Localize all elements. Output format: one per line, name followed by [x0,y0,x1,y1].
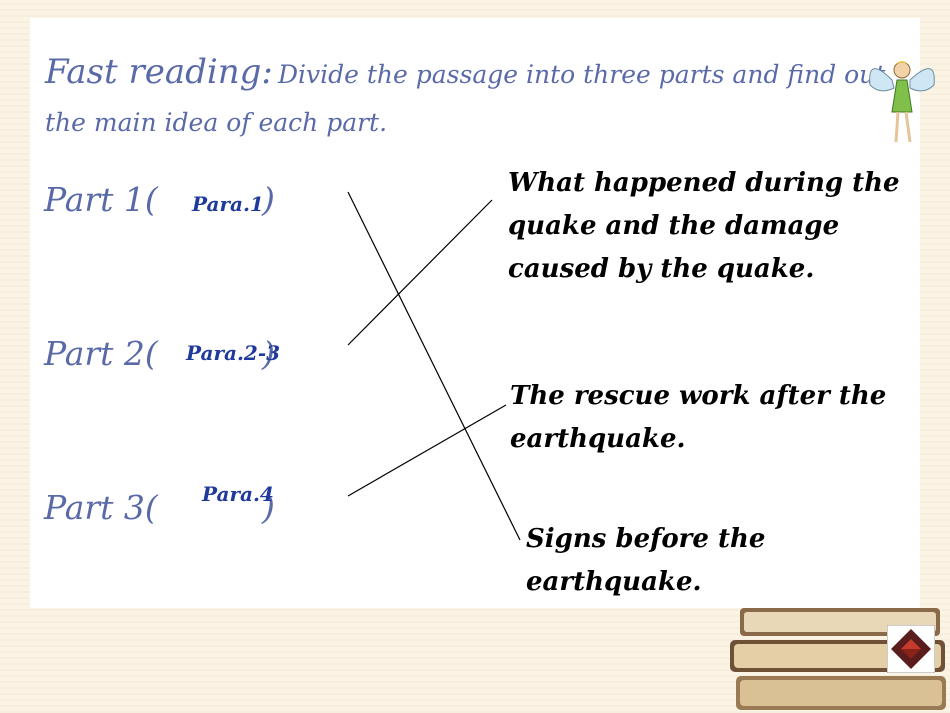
answer-damage: What happened during the quake and the d… [508,168,900,284]
answer-signs: Signs before the earthquake. [526,524,766,597]
title-instruction: Divide the passage into three parts and … [277,60,886,89]
part-3-label: Part 3( ) [44,488,275,527]
match-line-part1 [347,191,521,541]
part-1-para: Para.1 [192,192,264,216]
match-line-part2 [347,199,493,346]
answer-rescue: The rescue work after the earthquake. [510,381,887,454]
next-slide-button[interactable] [887,625,935,673]
part-3-para: Para.4 [202,482,274,506]
part-close-paren: ) [262,334,275,373]
part-label-text: Part 2( [44,334,158,373]
title-lead: Fast reading: [45,52,273,92]
part-2-para: Para.2-3 [186,341,281,365]
content-panel [30,18,920,608]
part-close-paren: ) [262,180,275,219]
part-1-label: Part 1( ) [44,180,275,219]
part-label-text: Part 1( [44,180,158,219]
title-line-2: the main idea of each part. [45,108,388,137]
fairy-icon [869,61,935,143]
match-line-part3 [347,404,507,497]
part-close-paren: ) [262,488,275,527]
part-2-label: Part 2( ) [44,334,275,373]
part-label-text: Part 3( [44,488,158,527]
slide-title: Fast reading: Divide the passage into th… [45,52,885,92]
